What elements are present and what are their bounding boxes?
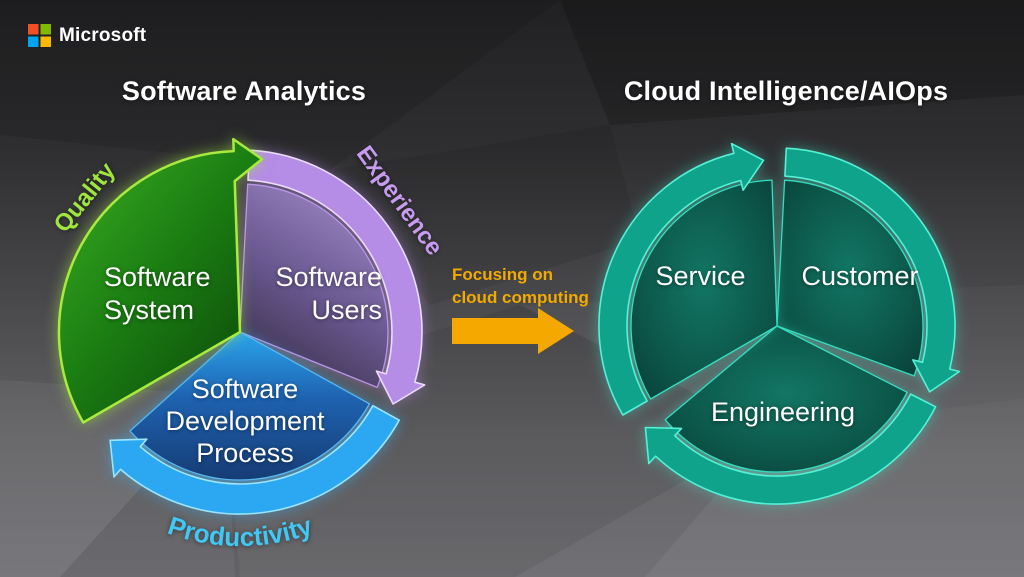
software-development-process-segment <box>109 331 400 515</box>
engineering-label: Engineering <box>710 397 856 427</box>
service-segment <box>598 142 778 416</box>
software-users-label: Software Users <box>236 261 382 327</box>
logo-square-blue <box>28 36 39 47</box>
software-system-label: Software System <box>104 261 211 327</box>
engineering-segment <box>644 325 937 505</box>
right-arrow-icon <box>452 308 574 354</box>
focus-caption: Focusing on cloud computing <box>452 263 589 309</box>
customer-segment <box>776 147 961 393</box>
software-users-line1: Software <box>275 262 382 292</box>
software-system-segment <box>57 137 264 424</box>
software-system-line1: Software <box>104 262 211 292</box>
focus-caption-line1: Focusing on <box>452 265 554 284</box>
customer-label: Customer <box>801 261 919 291</box>
software-users-segment <box>239 149 426 405</box>
logo-square-green <box>40 24 51 35</box>
logo-square-red <box>28 24 39 35</box>
productivity-label: Productivity <box>164 510 316 552</box>
service-label: Service <box>655 261 746 291</box>
right-diagram-title: Cloud Intelligence/AIOps <box>623 76 949 106</box>
focus-caption-line2: cloud computing <box>452 288 589 307</box>
microsoft-wordmark: Microsoft <box>59 24 147 46</box>
sdp-line3: Process <box>196 438 294 468</box>
software-analytics-cycle-diagram: Productivity <box>57 137 426 552</box>
software-system-line2: System <box>104 295 195 325</box>
microsoft-logo-icon <box>28 24 51 47</box>
software-development-process-label: Software Development Process <box>123 373 367 469</box>
software-users-line2: Users <box>311 295 382 325</box>
left-diagram-title: Software Analytics <box>121 76 367 106</box>
cloud-intelligence-cycle-diagram <box>598 142 961 505</box>
sdp-line2: Development <box>165 406 325 436</box>
sdp-line1: Software <box>191 374 299 404</box>
microsoft-logo: Microsoft <box>28 24 146 47</box>
logo-square-yellow <box>40 36 51 47</box>
